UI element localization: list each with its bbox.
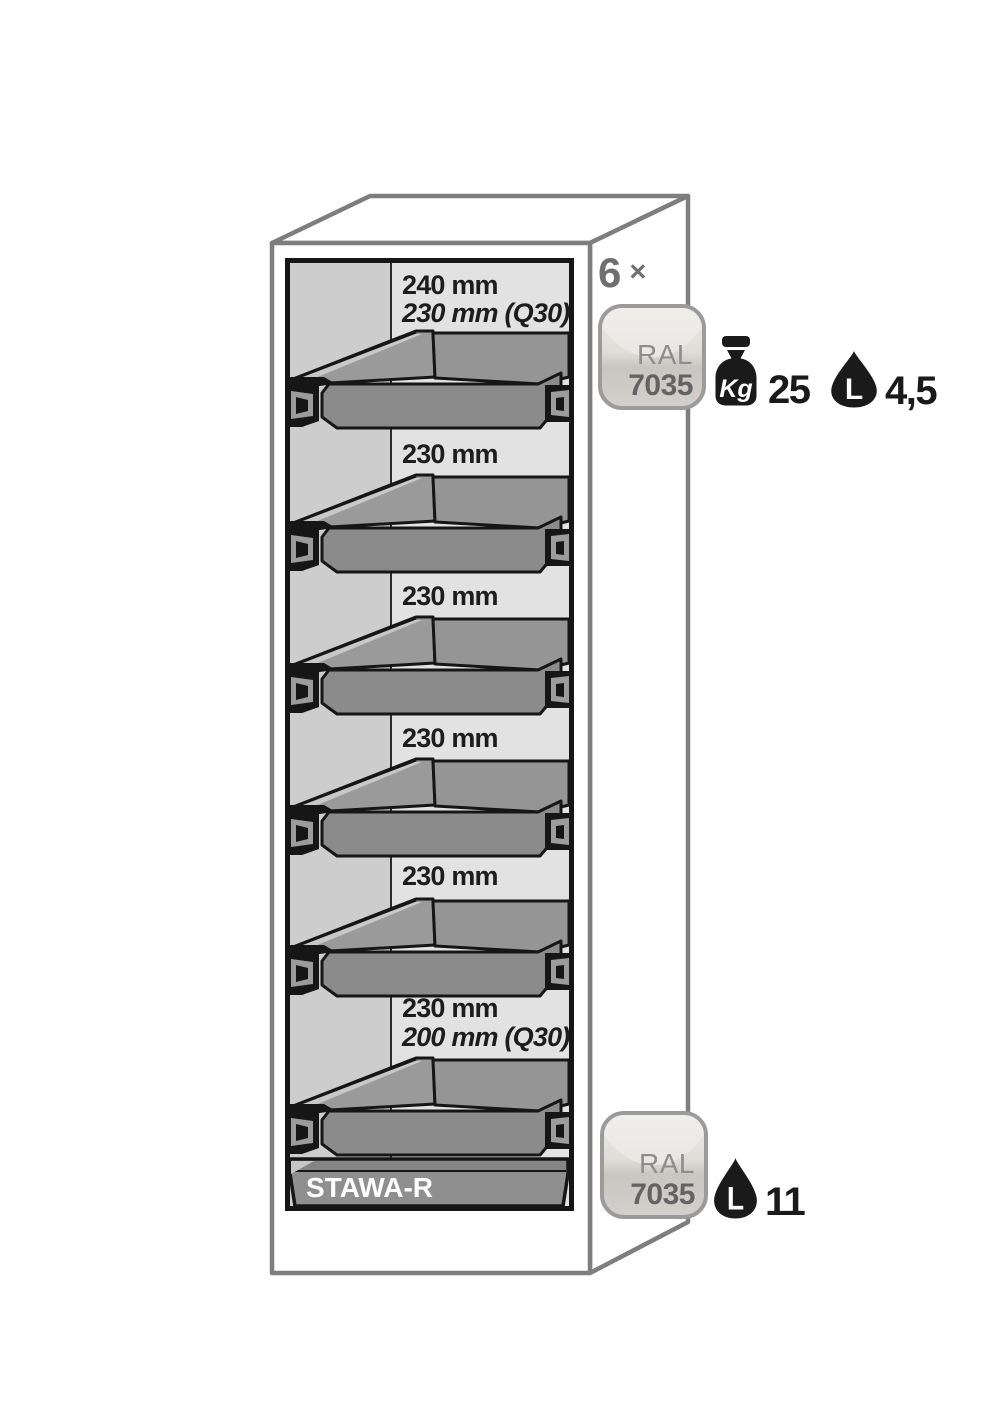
litre-unit-label: L [727,1182,744,1217]
sump-volume-spec: L 11 [712,1157,806,1224]
shelf-label-6-line-2: 200 mm (Q30) [401,1022,570,1052]
liquid-drop-icon: L [714,1158,757,1219]
shelf-label-1-line-2: 230 mm (Q30) [401,298,570,328]
ral-standard-label: RAL [637,339,693,370]
shelf-label-5: 230 mm [402,861,498,891]
kg-unit-label: Kg [719,375,752,403]
tray-volume-value: 4,5 [885,369,938,413]
max-load-spec: Kg 25 [710,335,811,412]
ral-standard-label: RAL [639,1148,695,1179]
shelf-label-2: 230 mm [402,439,498,469]
shelf-label-3: 230 mm [402,581,498,611]
shelf-label-1-line-1: 240 mm [402,270,498,300]
sump-highlight [291,1161,314,1174]
sump: STAWA-R [288,1157,570,1208]
quantity-label: 6 × [598,252,646,294]
sump-volume-value: 11 [765,1180,806,1224]
sump-label: STAWA-R [306,1172,433,1203]
ral-code-label: 7035 [630,1178,695,1211]
shelf-label-6-line-1: 230 mm [402,993,498,1023]
liquid-drop-icon: L [831,351,877,408]
shelf-label-4: 230 mm [402,723,498,753]
ral-badge-bottom: RAL 7035 [600,1111,708,1219]
tray-volume-spec: L 4,5 [829,350,938,413]
quantity-count: 6 [598,249,622,296]
ral-code-label: 7035 [628,369,693,402]
shelf-labels: 240 mm 230 mm (Q30) 230 mm 230 mm 230 mm… [401,270,571,1052]
litre-unit-label: L [845,373,863,406]
max-load-value: 25 [768,368,811,412]
multiply-icon: × [629,255,647,288]
ral-badge-top: RAL 7035 [598,304,706,410]
weight-icon: Kg [715,336,757,406]
